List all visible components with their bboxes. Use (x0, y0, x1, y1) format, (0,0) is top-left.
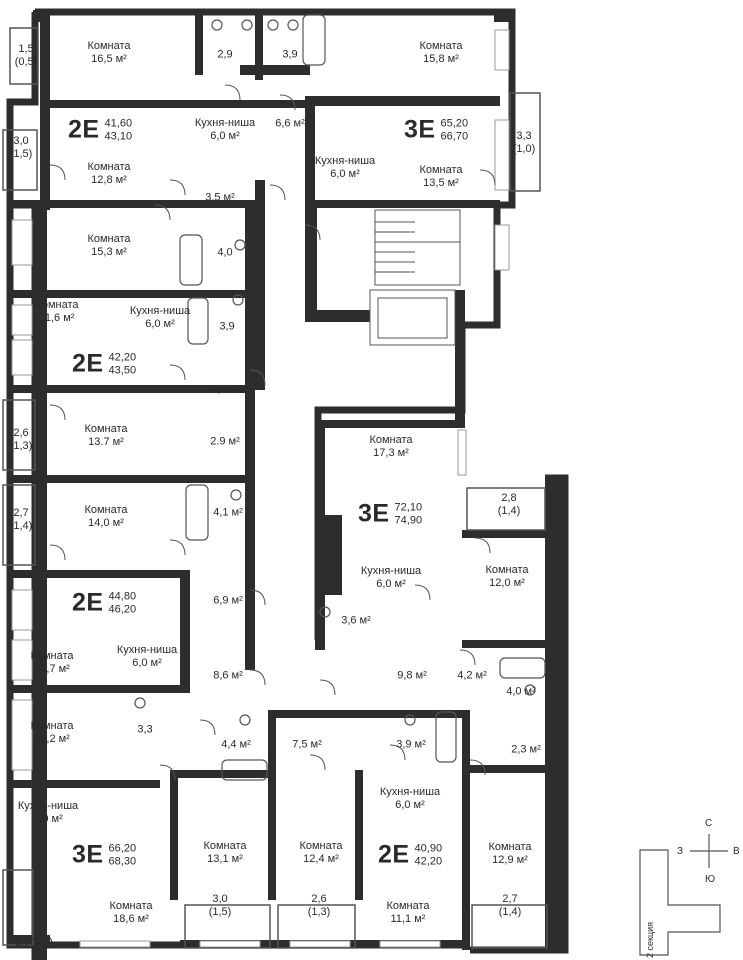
room-label: 4,1 м² (211, 383, 241, 396)
room-label: 6,6 м² (275, 117, 305, 130)
room-label: 9,8 м² (397, 669, 427, 682)
room-label: 3,9 м² (396, 738, 426, 751)
compass-north: С (705, 818, 713, 829)
balcony-label: 3,0(1,5) (9, 135, 33, 160)
room-label: 2,9 (217, 48, 233, 61)
balcony-label: 2,6(1,3) (9, 427, 33, 452)
room-label: 3,9 (282, 48, 298, 61)
section-key (639, 834, 728, 956)
section-label: 2 секция (645, 921, 655, 958)
compass-west: З (677, 846, 684, 857)
balcony-label: 2,7(1,4) (9, 507, 33, 532)
balcony-label: 2,8(1,4) (497, 492, 521, 517)
room-label: 7,5 м² (292, 738, 322, 751)
room-label: 4,0 м² (506, 685, 536, 698)
stairs (369, 209, 461, 346)
compass-south: Ю (705, 874, 716, 885)
wall-fills (10, 10, 565, 960)
room-label: 2.9 м² (210, 435, 240, 448)
exterior-walls (6, 8, 569, 960)
windows (11, 29, 510, 948)
room-label: 8,6 м² (213, 669, 243, 682)
room-label: 3,3 (137, 723, 153, 736)
room-label: 3,9 (219, 320, 235, 333)
room-label: 4,2 м² (457, 669, 487, 682)
room-label: 4,4 м² (221, 738, 251, 751)
fixtures (134, 14, 546, 781)
balcony-label: 1,9(0,6) (15, 936, 53, 949)
balcony-label: 1,5(0,5) (14, 43, 38, 68)
room-label: 4,1 м² (213, 506, 243, 519)
room-label: 4,0 (217, 246, 233, 259)
room-label: 6,9 м² (213, 594, 243, 607)
balcony-label: 3,0(1,5) (208, 893, 232, 918)
room-label: 2,3 м² (511, 743, 541, 756)
balcony-label: 3,3(1,0) (512, 130, 536, 155)
balcony-outlines (2, 27, 548, 949)
room-label: 3,5 м² (205, 191, 235, 204)
door-arcs (49, 84, 496, 781)
balcony-label: 2,7(1,4) (498, 893, 522, 918)
balcony-label: 2,6(1,3) (307, 893, 331, 918)
compass-east: В (733, 846, 740, 857)
room-label: 3,6 м² (341, 614, 371, 627)
